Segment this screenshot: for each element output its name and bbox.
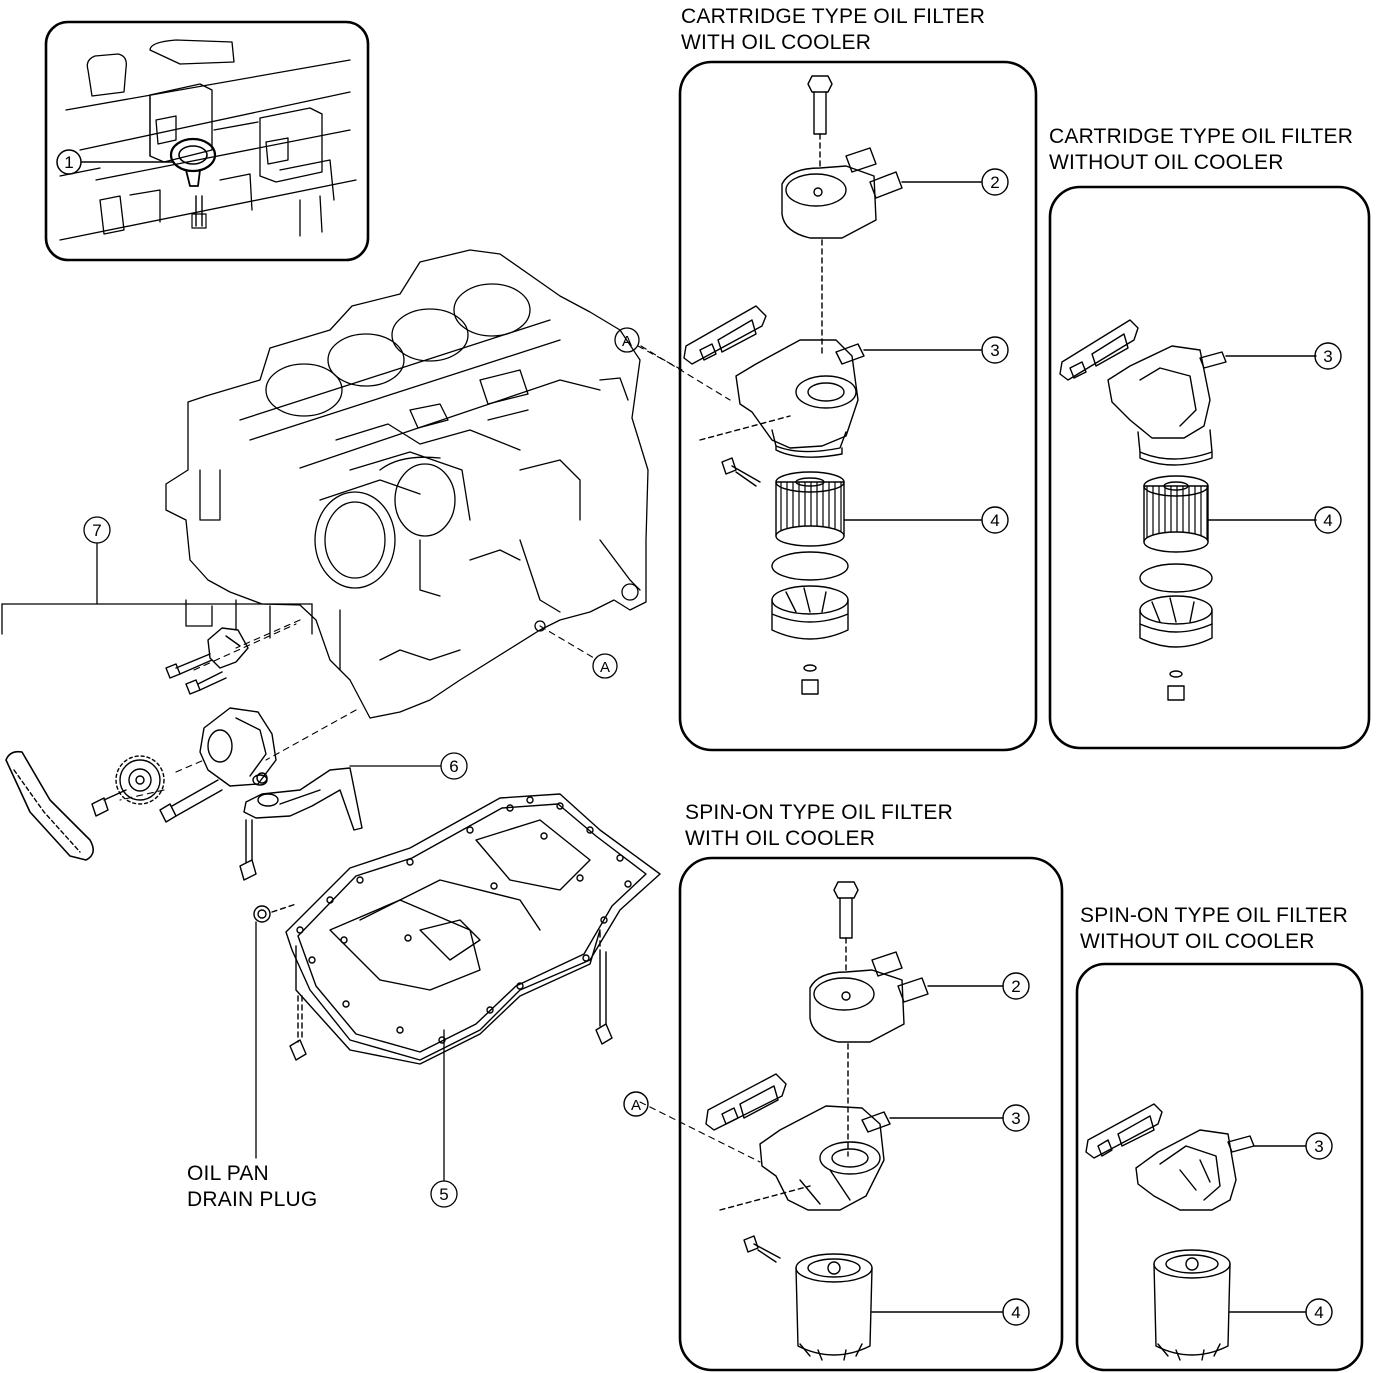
callout-a: A — [622, 333, 632, 350]
title-line: WITHOUT OIL COOLER — [1080, 930, 1315, 953]
label-line: DRAIN PLUG — [187, 1188, 318, 1211]
callout-3: 3 — [1011, 1109, 1020, 1128]
panel-spinon-without-cooler — [1075, 962, 1364, 1372]
title-line: CARTRIDGE TYPE OIL FILTER — [681, 5, 986, 28]
title-line: WITH OIL COOLER — [685, 827, 876, 850]
callout-4: 4 — [1011, 1303, 1020, 1322]
callout-7: 7 — [92, 521, 101, 540]
left-callouts — [1, 327, 640, 1208]
callout-a: A — [600, 659, 610, 676]
callout-3: 3 — [990, 341, 999, 360]
label-line: OIL PAN — [187, 1162, 269, 1185]
callout-3: 3 — [1323, 347, 1332, 366]
title-line: SPIN-ON TYPE OIL FILTER — [685, 801, 953, 824]
title-line: WITH OIL COOLER — [681, 31, 872, 54]
callout-2: 2 — [1011, 977, 1020, 996]
oil-pan — [253, 793, 661, 1065]
callout-1: 1 — [64, 153, 73, 172]
panel-cartridge-without-cooler — [1048, 185, 1371, 750]
panel-title-cartridge-with-cooler: CARTRIDGE TYPE OIL FILTER WITH OIL COOLE… — [681, 4, 985, 56]
title-line: WITHOUT OIL COOLER — [1049, 151, 1284, 174]
callout-numbers: 1 7 6 5 A A 2 3 4 3 4 2 3 4 A 3 4 — [64, 153, 1332, 1322]
callout-4: 4 — [1314, 1303, 1323, 1322]
panel-spinon-with-cooler — [623, 856, 1064, 1372]
callout-2: 2 — [990, 173, 999, 192]
callout-5: 5 — [439, 1185, 448, 1204]
cylinder-block — [165, 249, 649, 719]
panel-title-spinon-with-cooler: SPIN-ON TYPE OIL FILTER WITH OIL COOLER — [685, 800, 953, 852]
title-line: CARTRIDGE TYPE OIL FILTER — [1049, 125, 1354, 148]
callout-4: 4 — [990, 511, 999, 530]
title-line: SPIN-ON TYPE OIL FILTER — [1080, 904, 1348, 927]
callout-6: 6 — [449, 757, 458, 776]
oil-pump-assembly — [5, 627, 277, 861]
callout-4: 4 — [1323, 511, 1332, 530]
panel-title-cartridge-without-cooler: CARTRIDGE TYPE OIL FILTER WITHOUT OIL CO… — [1049, 124, 1353, 176]
reference-lines — [193, 345, 761, 1163]
panel-title-spinon-without-cooler: SPIN-ON TYPE OIL FILTER WITHOUT OIL COOL… — [1080, 903, 1348, 955]
callout-a: A — [631, 1097, 641, 1114]
panel-cartridge-with-cooler — [637, 60, 1038, 752]
callout-3: 3 — [1314, 1137, 1323, 1156]
oil-strainer — [239, 767, 363, 881]
drain-plug-label: OIL PAN DRAIN PLUG — [187, 1161, 317, 1213]
dipstick-inset — [44, 20, 370, 262]
